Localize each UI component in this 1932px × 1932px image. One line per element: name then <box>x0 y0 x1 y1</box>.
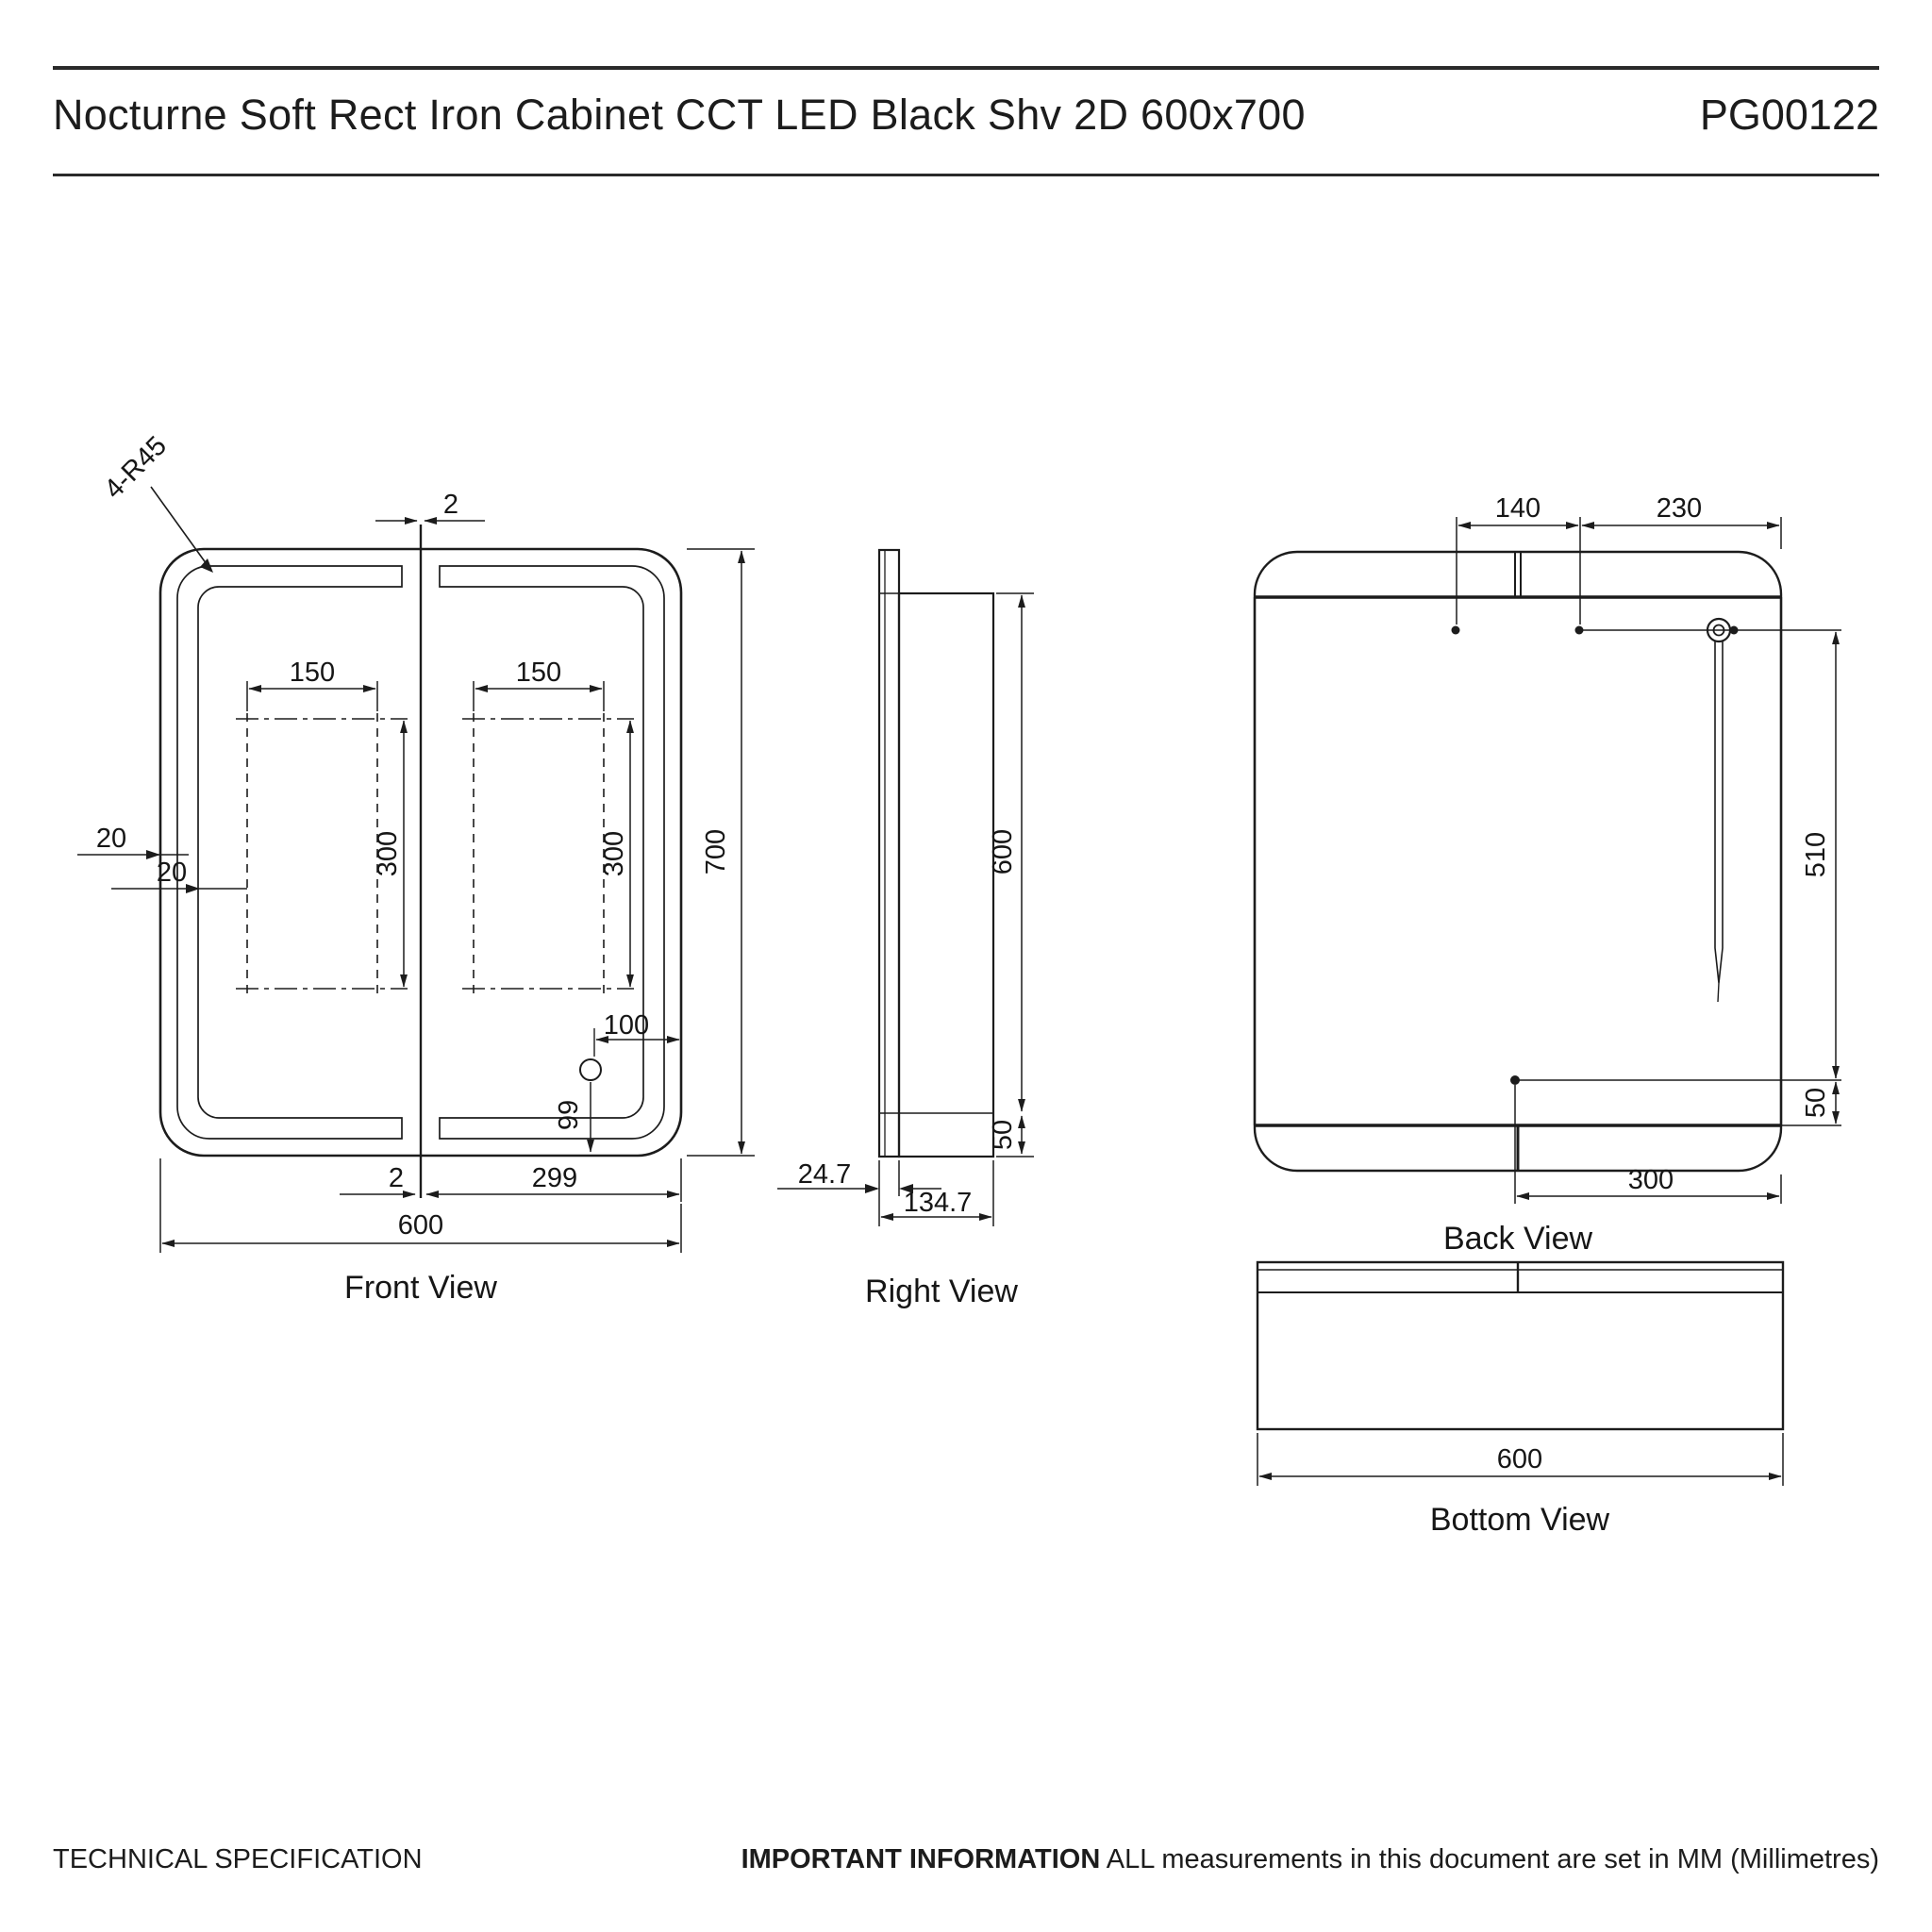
front-radius-note: 4-R45 <box>99 431 213 573</box>
svg-text:50: 50 <box>988 1120 1018 1150</box>
front-dim-20-edge: 20 <box>77 824 189 859</box>
svg-text:600: 600 <box>988 829 1018 874</box>
svg-text:2: 2 <box>389 1163 404 1193</box>
front-dim-700: 700 <box>687 548 755 1157</box>
svg-text:150: 150 <box>516 658 561 688</box>
svg-text:230: 230 <box>1657 493 1702 524</box>
hanging-points <box>1451 625 1841 635</box>
front-view: 150 150 300 300 20 <box>77 431 755 1306</box>
svg-text:700: 700 <box>701 829 731 874</box>
touch-sensor <box>579 1058 602 1081</box>
front-dim-299: 299 <box>425 1158 682 1202</box>
back-dim-300: 300 <box>1514 1085 1782 1204</box>
front-dim-150-right: 150 <box>473 658 605 711</box>
svg-text:300: 300 <box>373 831 403 876</box>
power-cable <box>1706 617 1732 1003</box>
product-title: Nocturne Soft Rect Iron Cabinet CCT LED … <box>53 91 1306 139</box>
bottom-outline <box>1256 1260 1785 1431</box>
right-dim-24-7: 24.7 <box>777 1159 941 1226</box>
svg-text:150: 150 <box>290 658 335 688</box>
svg-text:299: 299 <box>532 1163 577 1193</box>
footer-important-rest: ALL measurements in this document are se… <box>1100 1844 1879 1874</box>
header-bottom-rule <box>53 174 1879 176</box>
product-code: PG00122 <box>1699 91 1879 139</box>
right-view-label: Right View <box>865 1274 1018 1309</box>
back-bottom-hole <box>1510 1075 1841 1085</box>
right-door-slab <box>877 548 901 1158</box>
front-dim-300-left: 300 <box>373 720 408 988</box>
footer-important: IMPORTANT INFORMATION ALL measurements i… <box>741 1844 1879 1875</box>
svg-text:300: 300 <box>599 831 629 876</box>
back-dim-50: 50 <box>1801 1081 1840 1124</box>
front-view-label: Front View <box>344 1270 497 1306</box>
footer-important-bold: IMPORTANT INFORMATION <box>741 1844 1101 1874</box>
header: Nocturne Soft Rect Iron Cabinet CCT LED … <box>53 91 1879 140</box>
right-dim-134-7: 134.7 <box>880 1160 994 1226</box>
front-dim-20-led: 20 <box>111 858 247 893</box>
svg-text:600: 600 <box>1497 1444 1542 1474</box>
front-dim-99: 99 <box>554 1082 594 1153</box>
bottom-view-label: Bottom View <box>1430 1502 1610 1538</box>
footer-left: TECHNICAL SPECIFICATION <box>53 1844 423 1874</box>
back-top-band <box>1253 550 1783 597</box>
svg-text:24.7: 24.7 <box>798 1159 851 1190</box>
front-led-band-right <box>439 565 665 1140</box>
back-dim-510: 510 <box>1801 631 1840 1079</box>
right-dim-600: 600 <box>988 592 1034 1112</box>
svg-text:134.7: 134.7 <box>904 1188 973 1218</box>
svg-text:140: 140 <box>1495 493 1541 524</box>
front-dim-150-left: 150 <box>246 658 378 711</box>
back-view-label: Back View <box>1443 1221 1593 1257</box>
svg-text:20: 20 <box>96 824 126 854</box>
svg-text:50: 50 <box>1801 1088 1831 1118</box>
svg-text:510: 510 <box>1801 832 1831 877</box>
right-dim-50: 50 <box>988 1115 1034 1158</box>
bottom-view: 600 Bottom View <box>1256 1260 1785 1538</box>
svg-text:100: 100 <box>604 1010 649 1041</box>
back-view: 140 230 510 50 <box>1253 493 1841 1257</box>
footer: TECHNICAL SPECIFICATION IMPORTANT INFORM… <box>53 1844 1879 1875</box>
svg-text:600: 600 <box>398 1210 443 1241</box>
front-cutout-left <box>236 713 408 994</box>
svg-text:20: 20 <box>157 858 187 888</box>
svg-text:4-R45: 4-R45 <box>99 431 173 505</box>
front-cutout-right <box>462 713 634 994</box>
svg-text:2: 2 <box>443 490 458 520</box>
right-view: 600 50 24.7 134.7 <box>777 548 1034 1309</box>
header-top-rule <box>53 66 1879 70</box>
front-dim-gap-top: 2 <box>375 490 485 525</box>
back-dim-140-230: 140 230 <box>1456 493 1782 625</box>
right-cabinet-body <box>897 591 995 1158</box>
front-dim-100: 100 <box>593 1010 680 1057</box>
front-dim-300-right: 300 <box>599 720 634 988</box>
bottom-dim-600: 600 <box>1257 1433 1784 1486</box>
svg-text:300: 300 <box>1628 1165 1674 1195</box>
front-dim-600: 600 <box>159 1158 682 1253</box>
svg-text:99: 99 <box>554 1100 584 1130</box>
front-dim-gap-bottom: 2 <box>340 1163 416 1198</box>
front-led-band-left <box>176 565 403 1140</box>
